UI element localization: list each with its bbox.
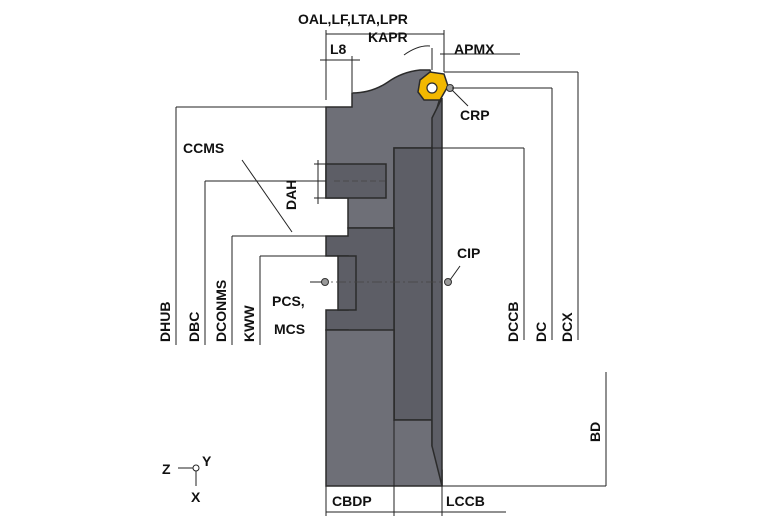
- label-lccb: LCCB: [446, 493, 485, 509]
- pcs-point-icon: [321, 278, 329, 286]
- axis-y-label: Y: [202, 453, 212, 469]
- label-kapr: KAPR: [368, 29, 408, 45]
- insert: [417, 71, 449, 101]
- label-dconms: DCONMS: [213, 280, 229, 342]
- label-apmx: APMX: [454, 41, 495, 57]
- labels: OAL,LF,LTA,LPR L8 KAPR APMX CRP CCMS DAH…: [157, 11, 603, 509]
- axis-origin-icon: [192, 464, 200, 472]
- label-crp: CRP: [460, 107, 490, 123]
- label-dbc: DBC: [186, 312, 202, 342]
- label-dah: DAH: [283, 180, 299, 210]
- axis-z-label: Z: [162, 461, 171, 477]
- cip-point-icon: [444, 278, 452, 286]
- keyway: [337, 255, 357, 311]
- cutter-body: [318, 69, 452, 487]
- label-oal: OAL,LF,LTA,LPR: [298, 11, 408, 27]
- front-face: [431, 97, 443, 487]
- label-kww: KWW: [241, 305, 257, 342]
- insert-screw-icon: [426, 82, 438, 94]
- axis-triad: Z Y X: [162, 453, 212, 505]
- label-dcx: DCX: [559, 312, 575, 342]
- label-pcs: PCS,: [272, 293, 305, 309]
- label-cbdp: CBDP: [332, 493, 372, 509]
- label-l8: L8: [330, 41, 347, 57]
- label-dccb: DCCB: [505, 302, 521, 342]
- label-ccms: CCMS: [183, 140, 224, 156]
- label-mcs: MCS: [274, 321, 305, 337]
- label-dhub: DHUB: [157, 302, 173, 342]
- label-cip: CIP: [457, 245, 480, 261]
- counterbore: [393, 147, 433, 421]
- dimension-lines: [175, 30, 607, 516]
- axis-x-label: X: [191, 489, 201, 505]
- label-dc: DC: [533, 322, 549, 342]
- label-bd: BD: [587, 422, 603, 442]
